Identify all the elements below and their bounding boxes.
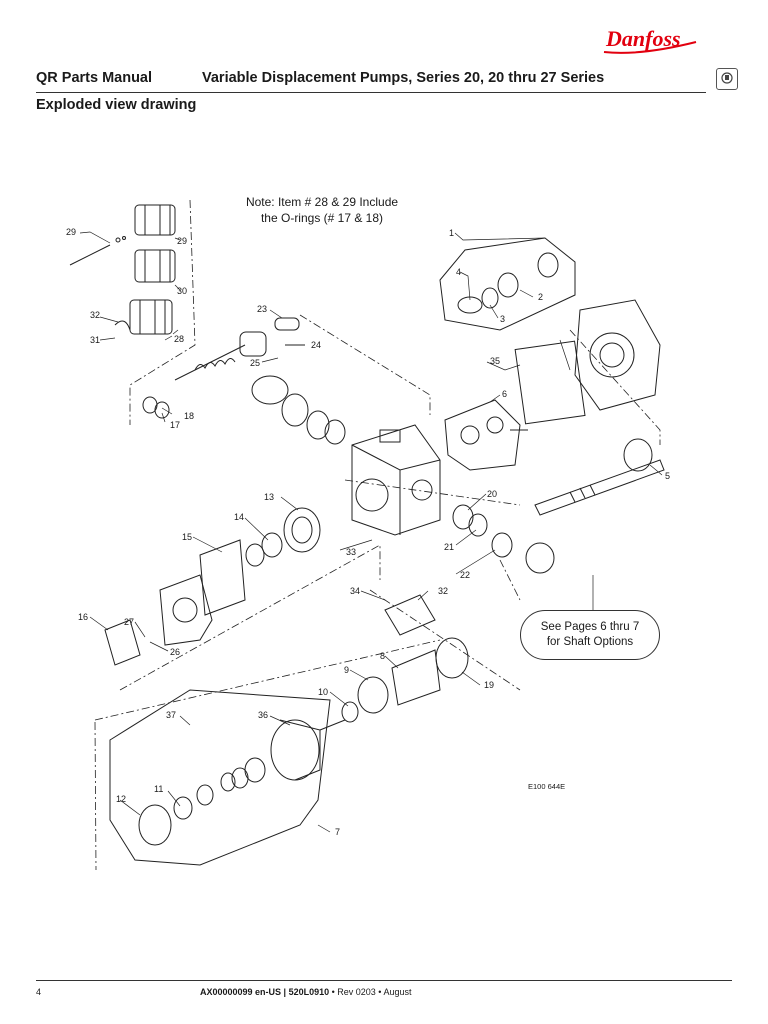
callout-8: 8 bbox=[380, 651, 385, 661]
page-header: QR Parts Manual Variable Displacement Pu… bbox=[36, 68, 738, 93]
technical-info-icon bbox=[716, 68, 738, 90]
callout-20: 20 bbox=[487, 489, 497, 499]
callout-21: 21 bbox=[444, 542, 454, 552]
callout-32: 32 bbox=[90, 310, 100, 320]
callout-1: 1 bbox=[449, 228, 454, 238]
callout-19: 19 bbox=[484, 680, 494, 690]
callout-24: 24 bbox=[311, 340, 321, 350]
callout-31: 31 bbox=[90, 335, 100, 345]
callout-34b: 34 bbox=[350, 586, 360, 596]
callout-27: 27 bbox=[124, 617, 134, 627]
callout-9: 9 bbox=[344, 665, 349, 675]
callout-26: 26 bbox=[170, 647, 180, 657]
callout-22: 22 bbox=[460, 570, 470, 580]
document-reference: AX00000099 en-US | 520L0910 • Rev 0203 •… bbox=[200, 987, 411, 997]
doc-number: AX00000099 en-US | 520L0910 bbox=[200, 987, 330, 997]
callout-37: 37 bbox=[166, 710, 176, 720]
callout-5: 5 bbox=[665, 471, 670, 481]
manual-title: QR Parts Manual bbox=[36, 70, 153, 86]
callout-7: 7 bbox=[335, 827, 340, 837]
callout-33: 32 bbox=[438, 586, 448, 596]
doc-revision: • Rev 0203 • August bbox=[329, 987, 412, 997]
callout-3: 3 bbox=[500, 314, 505, 324]
pump-housing bbox=[351, 424, 441, 536]
callout-30: 29 bbox=[66, 227, 76, 237]
callout-17: 17 bbox=[170, 420, 180, 430]
callout-35: 35 bbox=[490, 356, 500, 366]
drive-shaft bbox=[534, 438, 665, 516]
callout-6: 6 bbox=[502, 389, 507, 399]
note-line-2: the O-rings (# 17 & 18) bbox=[260, 211, 384, 225]
note-line-1: Note: Item # 28 & 29 Include bbox=[245, 195, 399, 209]
rotating-kit bbox=[319, 637, 469, 731]
shaft-note-line-2: for Shaft Options bbox=[546, 636, 634, 648]
callout-29b: 30 bbox=[177, 286, 187, 296]
page-number: 4 bbox=[36, 987, 42, 997]
callout-15: 15 bbox=[182, 532, 192, 542]
gasket-33 bbox=[384, 594, 436, 636]
danfoss-logo: Danfoss bbox=[603, 26, 697, 54]
assembly-center-lines bbox=[94, 199, 661, 871]
callout-14: 14 bbox=[234, 512, 244, 522]
callout-28: 28 bbox=[174, 334, 184, 344]
control-cartridges bbox=[69, 204, 176, 335]
footer-rule bbox=[36, 980, 732, 981]
leader-lines bbox=[79, 231, 663, 833]
shaft-note-line-1: See Pages 6 thru 7 bbox=[540, 621, 640, 633]
callout-13: 13 bbox=[264, 492, 274, 502]
header-rule bbox=[36, 92, 706, 93]
section-title: Exploded view drawing bbox=[36, 97, 197, 113]
front-components bbox=[104, 507, 321, 666]
rear-seals bbox=[452, 504, 555, 574]
callout-4: 4 bbox=[456, 267, 461, 277]
callout-2: 2 bbox=[538, 292, 543, 302]
cylinder-block-group bbox=[109, 689, 331, 866]
mounting-flange bbox=[514, 299, 661, 425]
figure-code: E100 644E bbox=[528, 782, 566, 791]
series-title: Variable Displacement Pumps, Series 20, … bbox=[202, 70, 605, 86]
callout-29a: 29 bbox=[177, 236, 187, 246]
callout-36: 36 bbox=[258, 710, 268, 720]
callout-10: 10 bbox=[318, 687, 328, 697]
callout-18: 18 bbox=[184, 411, 194, 421]
callout-labels: 29 29 30 32 31 28 1 4 2 3 35 23 24 25 6 … bbox=[66, 227, 670, 837]
callout-16: 16 bbox=[78, 612, 88, 622]
shaft-options-callout: See Pages 6 thru 7 for Shaft Options bbox=[520, 610, 660, 660]
brand-name: Danfoss bbox=[605, 26, 681, 51]
drawing-note: Note: Item # 28 & 29 Include the O-rings… bbox=[232, 194, 412, 226]
callout-11: 11 bbox=[154, 784, 163, 794]
end-cap bbox=[444, 399, 528, 471]
callout-34a: 33 bbox=[346, 547, 356, 557]
seal-group bbox=[439, 237, 576, 331]
callout-23: 23 bbox=[257, 304, 267, 314]
callout-12: 12 bbox=[116, 794, 126, 804]
callout-25: 25 bbox=[250, 358, 260, 368]
